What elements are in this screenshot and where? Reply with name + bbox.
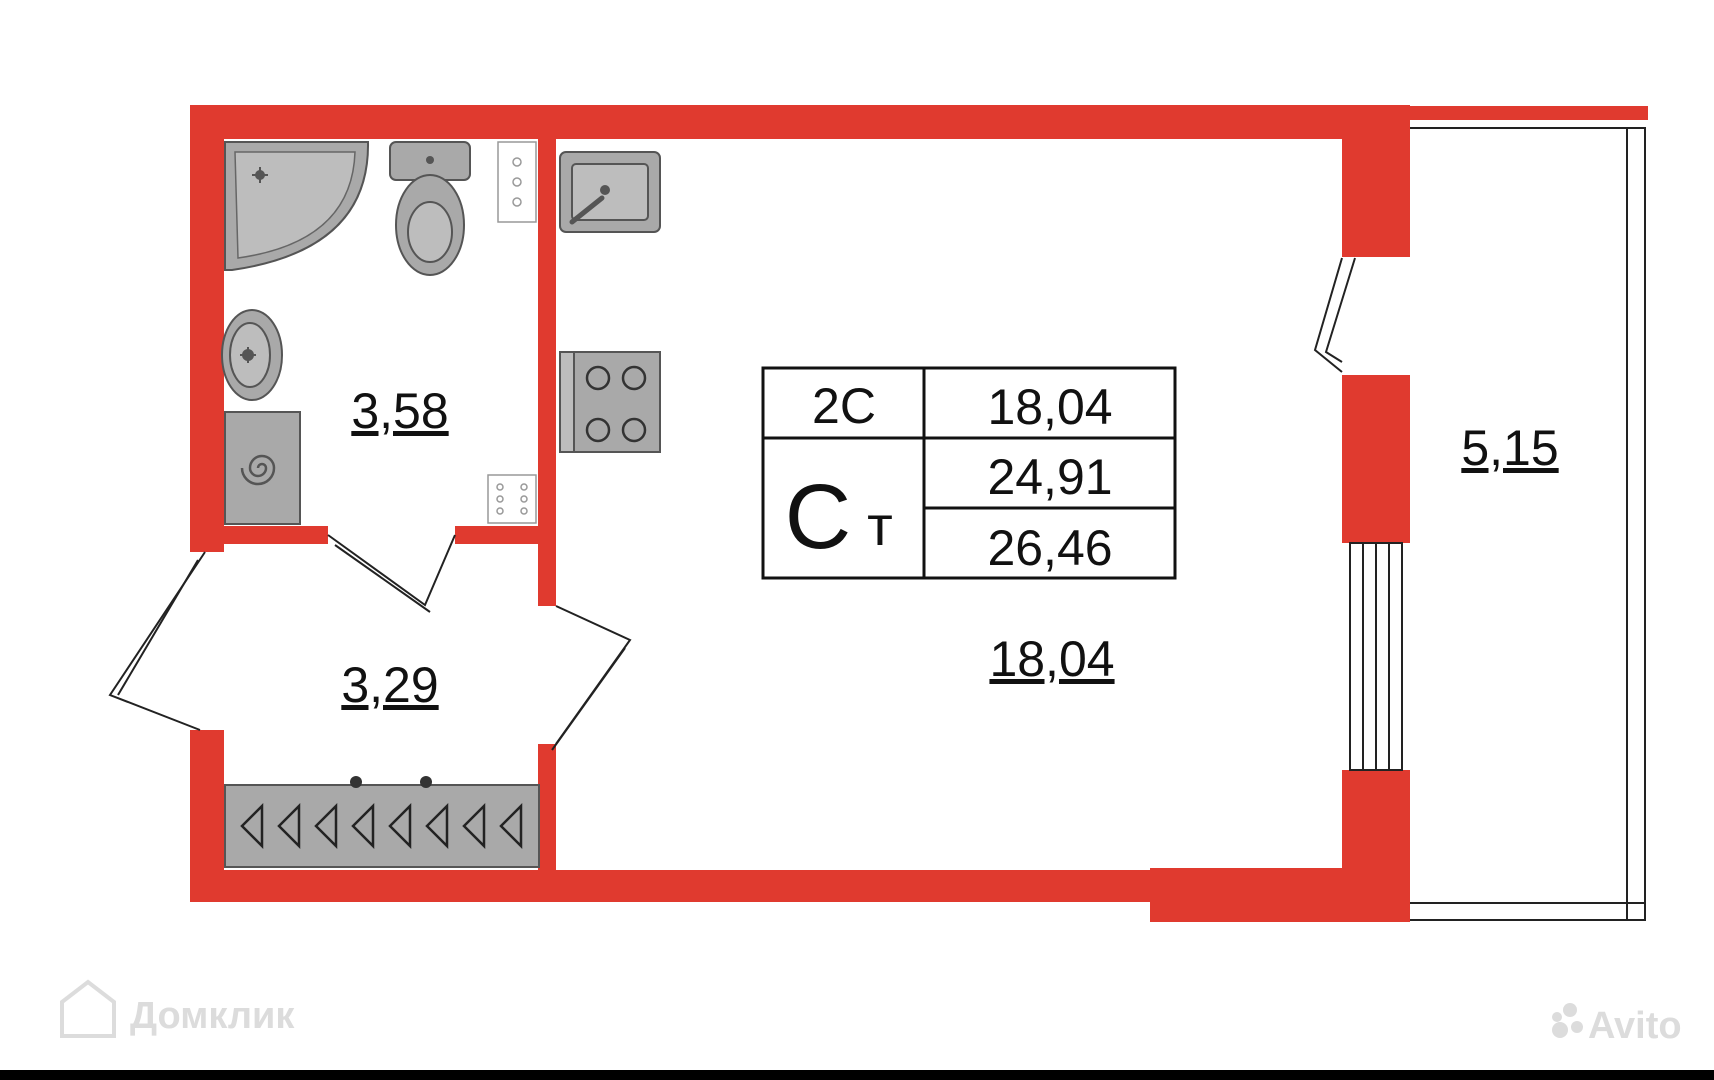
table-living-area: 18,04 [987,379,1112,435]
washbasin-icon [221,309,283,401]
balcony-area-label: 5,15 [1461,420,1558,476]
bathroom-door [327,534,456,607]
domclick-watermark: Домклик [60,979,295,1038]
avito-logo-icon [1552,1003,1583,1038]
table-type-letter: С [785,466,851,568]
table-total-with-balcony: 26,46 [987,520,1112,576]
doors [108,257,1356,751]
table-total-area: 24,91 [987,449,1112,505]
table-type-subscript: т [867,494,893,557]
table-code: 2С [812,378,876,434]
kitchen-sink-icon [559,151,661,233]
watermark-right-text: Avito [1588,1005,1682,1047]
hallway-area-label: 3,29 [341,657,438,713]
watermark-left-text: Домклик [130,995,295,1037]
stove-icon [559,351,661,453]
house-logo-icon [60,979,116,1038]
entrance-door [108,551,206,731]
shower-corner-icon [224,141,370,271]
living-area-label: 18,04 [989,631,1114,687]
bottom-bar [0,1070,1714,1080]
summary-table: 2С С т 18,04 24,91 26,46 [761,366,1177,580]
toilet-icon [389,141,471,276]
living-door [555,605,632,745]
walls [190,105,1410,922]
balcony-door [1313,257,1343,373]
wardrobe-icon [224,776,540,868]
balcony [1400,106,1648,921]
washing-machine-icon [224,411,301,525]
bathroom-area-label: 3,58 [351,383,448,439]
window [1349,542,1403,771]
avito-watermark: Avito [1552,1003,1682,1047]
bathroom-outlets [487,141,537,524]
